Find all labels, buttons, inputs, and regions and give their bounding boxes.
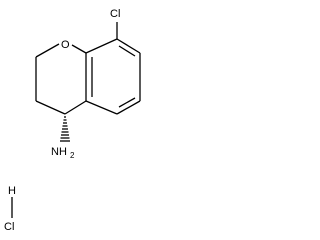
bond-ring-c4-c5 (85, 100, 118, 115)
bond-ring-to-oxygen (71, 44, 87, 54)
bond-ring-c6-c1 (85, 38, 118, 54)
amine-subscript: 2 (70, 151, 75, 160)
hcl-salt-structure-diagram: Cl O NH 2 H Cl (4, 8, 141, 233)
chlorine-ring-label: Cl (110, 8, 120, 20)
bond-ring-double-inner-1 (118, 45, 136, 57)
bond-chiral-c-to-ring (64, 100, 87, 115)
bond-oxygen-to-ch2 (35, 43, 60, 58)
oxygen-label: O (61, 39, 70, 51)
amine-label: NH (51, 146, 67, 158)
heterocycle (35, 22, 118, 115)
bond-ch2-to-chiral-c (35, 100, 66, 115)
bond-ring-c3-c4 (116, 100, 141, 115)
chlorine-salt-label: Cl (4, 221, 14, 233)
hydrogen-salt-label: H (8, 185, 16, 197)
bond-ring-double-inner-2 (118, 97, 136, 108)
hashed-wedge-bond (60, 116, 70, 142)
bond-ring-c1-c2 (116, 38, 141, 54)
aromatic-ring (85, 38, 141, 115)
